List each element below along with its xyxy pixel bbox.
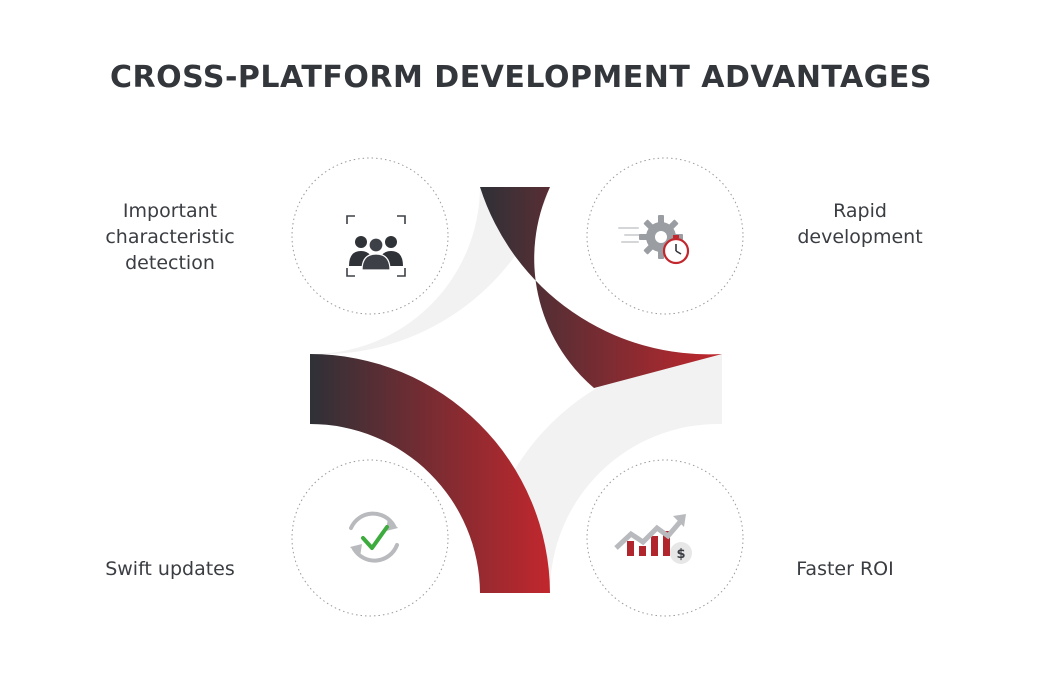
people-focus-icon: [346, 215, 406, 277]
page-title: CROSS-PLATFORM DEVELOPMENT ADVANTAGES: [110, 60, 932, 95]
gear-clock-icon: [618, 215, 690, 265]
dotted-circle-bottom-left: [291, 459, 449, 617]
label-line: characteristic: [105, 226, 235, 248]
label-line: Faster ROI: [796, 558, 894, 580]
advantage-label-rapid-development: Rapid development: [775, 198, 945, 250]
label-line: Swift updates: [105, 558, 235, 580]
gradient-arc-top: [480, 187, 722, 388]
sync-check-icon: [349, 511, 399, 563]
label-line: detection: [125, 252, 215, 274]
light-arc-top-left: [310, 187, 550, 355]
dotted-circle-top-left: [291, 157, 449, 315]
gradient-arc-bottom: [310, 354, 550, 593]
advantage-label-important-characteristic-detection: Important characteristic detection: [90, 198, 250, 276]
dotted-circle-bottom-right: [586, 459, 744, 617]
svg-text:$: $: [676, 547, 685, 562]
advantage-label-faster-roi: Faster ROI: [770, 556, 920, 582]
dotted-circle-top-right: [586, 157, 744, 315]
label-line: Important: [122, 200, 218, 222]
label-line: development: [797, 226, 923, 248]
growth-chart-dollar-icon: $: [614, 514, 692, 564]
label-line: Rapid: [833, 200, 887, 222]
advantage-label-swift-updates: Swift updates: [85, 556, 255, 582]
